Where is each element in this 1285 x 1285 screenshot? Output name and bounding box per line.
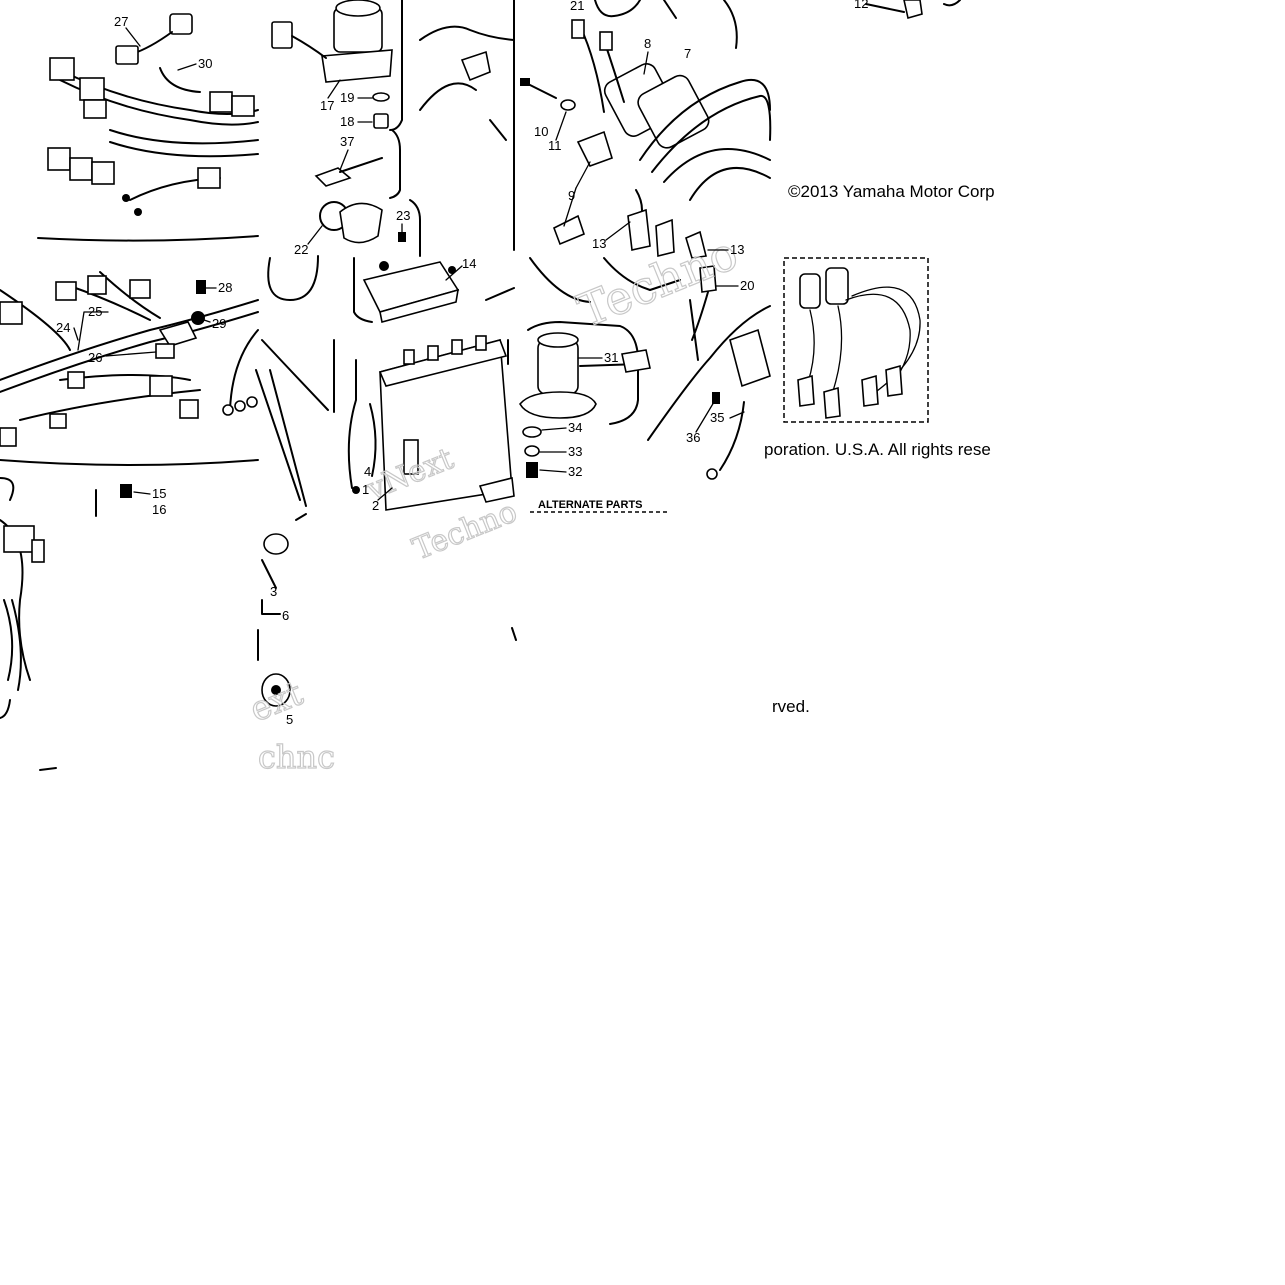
alternate-parts-inset <box>783 257 929 423</box>
callout-37: 37 <box>340 134 354 149</box>
callout-14: 14 <box>462 256 476 271</box>
watermark-text: ext <box>244 673 308 730</box>
callout-34: 34 <box>568 420 582 435</box>
copyright-line-2: poration. U.S.A. All rights rese <box>764 440 991 459</box>
callout-16: 16 <box>152 502 166 517</box>
callout-20: 20 <box>740 278 754 293</box>
tile-top-right-coils <box>520 0 772 259</box>
callout-21: 21 <box>570 0 584 13</box>
callout-4: 4 <box>364 464 371 479</box>
tile-middle-right-relay: ALTERNATE PARTS <box>478 257 771 513</box>
callout-13: 13 <box>592 236 606 251</box>
tile-top-middle-switch <box>271 0 515 257</box>
callout-7: 7 <box>684 46 691 61</box>
callout-30: 30 <box>198 56 212 71</box>
alternate-parts-label: ALTERNATE PARTS <box>538 499 643 511</box>
callout-11: 11 <box>548 138 562 153</box>
callout-5: 5 <box>286 712 293 727</box>
tile-top-left-harness <box>37 13 259 242</box>
callout-31: 31 <box>604 350 618 365</box>
callout-10: 10 <box>534 124 548 139</box>
callout-12: 12 <box>854 0 868 11</box>
callout-2: 2 <box>372 498 379 513</box>
callout-27: 27 <box>114 14 128 29</box>
callout-1: 1 <box>362 482 369 497</box>
callout-6: 6 <box>282 608 289 623</box>
callout-35: 35 <box>710 410 724 425</box>
callout-17: 17 <box>320 98 334 113</box>
tile-bottom-left-fragment <box>0 477 132 771</box>
callout-26: 26 <box>88 350 102 365</box>
callout-18: 18 <box>340 114 354 129</box>
tile-middle-left-harness <box>0 271 259 466</box>
tile-middle-center-battery <box>255 255 515 511</box>
callout-9: 9 <box>568 188 575 203</box>
callout-32: 32 <box>568 464 582 479</box>
callout-13: 13 <box>730 242 744 257</box>
callout-22: 22 <box>294 242 308 257</box>
tile-bottom-middle-fragment <box>257 513 517 707</box>
copyright-line-1: ©2013 Yamaha Motor Corp <box>788 182 995 201</box>
watermark-text: chnc <box>258 738 335 776</box>
callout-15: 15 <box>152 486 166 501</box>
callout-36: 36 <box>686 430 700 445</box>
callout-33: 33 <box>568 444 582 459</box>
callout-28: 28 <box>218 280 232 295</box>
watermark-text: Techno <box>408 494 522 567</box>
callouts: 27 30 17 19 18 37 22 23 21 8 7 10 11 9 1… <box>56 0 868 727</box>
copyright-line-3: rved. <box>772 697 810 716</box>
callout-23: 23 <box>396 208 410 223</box>
tile-fragment-12 <box>865 0 961 20</box>
callout-19: 19 <box>340 90 354 105</box>
callout-3: 3 <box>270 584 277 599</box>
callout-29: 29 <box>212 316 226 331</box>
watermarks: Techno vNext Techno ext chnc <box>244 225 746 777</box>
callout-8: 8 <box>644 36 651 51</box>
callout-24: 24 <box>56 320 70 335</box>
